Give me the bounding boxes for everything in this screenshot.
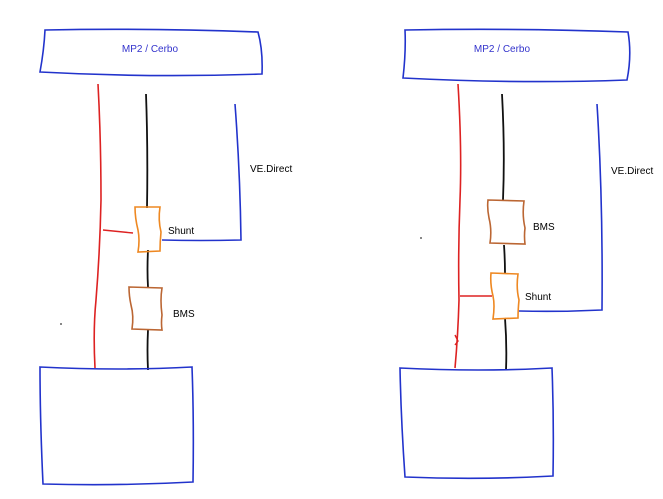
- bms-component: [486, 199, 526, 245]
- negative-wire: [145, 93, 149, 371]
- shunt-label: Shunt: [168, 226, 194, 237]
- battery-box: [399, 367, 555, 480]
- shunt-label: Shunt: [525, 292, 551, 303]
- ve-direct-label: VE.Direct: [611, 166, 653, 177]
- ve-direct-line: [518, 103, 603, 313]
- negative-wire: [501, 93, 508, 371]
- diagram-left: MP2 / Cerbo VE.Direct Shunt BMS: [39, 28, 292, 486]
- ve-direct-label: VE.Direct: [250, 164, 292, 175]
- mp2-cerbo-box: [402, 28, 631, 83]
- stray-dot: [420, 237, 422, 239]
- red-scribble-mark: [454, 334, 459, 346]
- shunt-component: [489, 272, 520, 320]
- shunt-tap-wire: [102, 229, 134, 234]
- diagram-right: MP2 / Cerbo VE.Direct BMS Shunt: [399, 28, 653, 480]
- bms-label: BMS: [533, 222, 555, 233]
- ve-direct-line: [161, 103, 242, 242]
- positive-wire: [454, 83, 462, 369]
- bms-component: [128, 286, 163, 331]
- stray-dot: [60, 323, 62, 325]
- mp2-cerbo-box: [39, 28, 263, 77]
- mp2-cerbo-label: MP2 / Cerbo: [474, 44, 531, 55]
- bms-label: BMS: [173, 309, 195, 320]
- positive-wire: [93, 83, 102, 369]
- mp2-cerbo-label: MP2 / Cerbo: [122, 44, 179, 55]
- battery-box: [39, 366, 195, 486]
- shunt-component: [134, 206, 162, 253]
